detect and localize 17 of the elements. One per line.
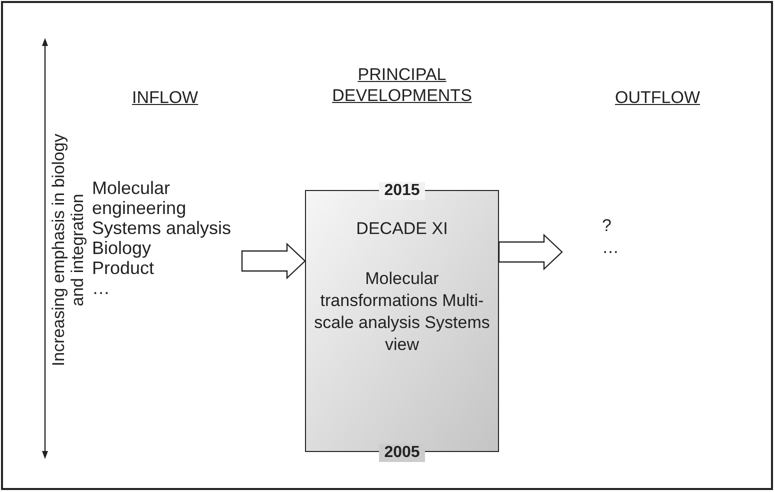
outflow-item: …	[602, 237, 619, 259]
inflow-item: Biology	[92, 238, 152, 258]
column-heading: OUTFLOW	[615, 87, 700, 109]
inflow-item: Systems analysis	[92, 218, 232, 238]
block-arrow	[498, 234, 563, 270]
block-arrow	[241, 242, 306, 280]
column-heading: PRINCIPAL DEVELOPMENTS	[331, 64, 473, 106]
year-label: 2015	[379, 182, 425, 200]
year-label: 2005	[379, 444, 425, 462]
column-heading: INFLOW	[132, 87, 198, 109]
development-list: Molecular transformations Multi-scale analysis Systems view	[309, 268, 495, 356]
decade-title: DECADE XI	[355, 218, 449, 239]
inflow-item: Product	[92, 258, 154, 278]
axis-label: Increasing emphasis in biology and integration	[49, 132, 87, 368]
inflow-item: …	[92, 278, 110, 298]
outflow-item: ?	[602, 215, 612, 237]
inflow-item: Molecular engineering	[92, 178, 188, 218]
